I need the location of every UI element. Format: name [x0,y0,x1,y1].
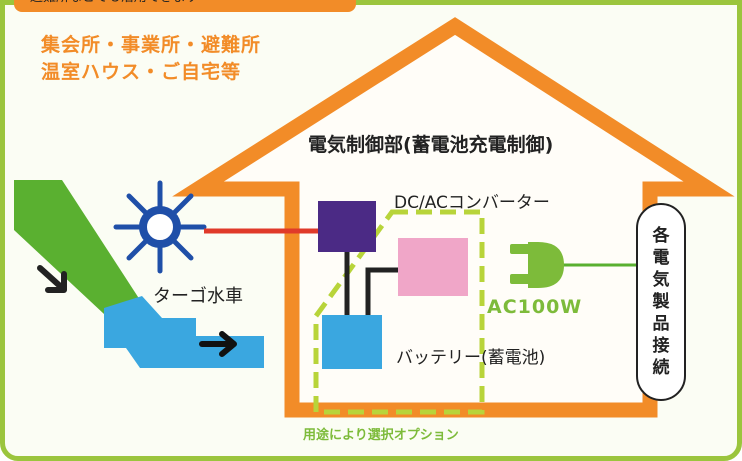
converter-label: DC/ACコンバーター [394,193,550,213]
converter-block [318,201,376,252]
facilities-text: 集会所・事業所・避難所 温室ハウス・ご自宅等 [41,32,261,86]
option-area [313,209,485,415]
top-banner [14,0,356,12]
ac-output-label: AC100W [487,296,583,318]
option-label: 用途により選択オプション [303,428,459,443]
control-unit-label: 電気制御部(蓄電池充電制御) [308,134,554,156]
turbine-icon [113,180,207,274]
appliance-connection-box: 各電気製品接続 [636,203,686,401]
appliance-connection-label: 各電気製品接続 [652,226,670,378]
water-arrow-icon [199,331,237,357]
battery-label: バッテリー(蓄電池) [396,348,546,368]
plug-icon [510,242,564,288]
inverter-block [398,238,468,296]
penstock-pipe [14,180,140,314]
facilities-line-1: 集会所・事業所・避難所 [41,34,262,56]
facilities-line-2: 温室ハウス・ご自宅等 [41,61,242,83]
water-arrow-icon [37,265,67,293]
wire-battery-inverter [365,267,398,315]
banner-text: 避難所などでも活用できます [30,0,350,10]
battery-block [322,315,382,369]
turbine-label: ターゴ水車 [153,286,243,307]
